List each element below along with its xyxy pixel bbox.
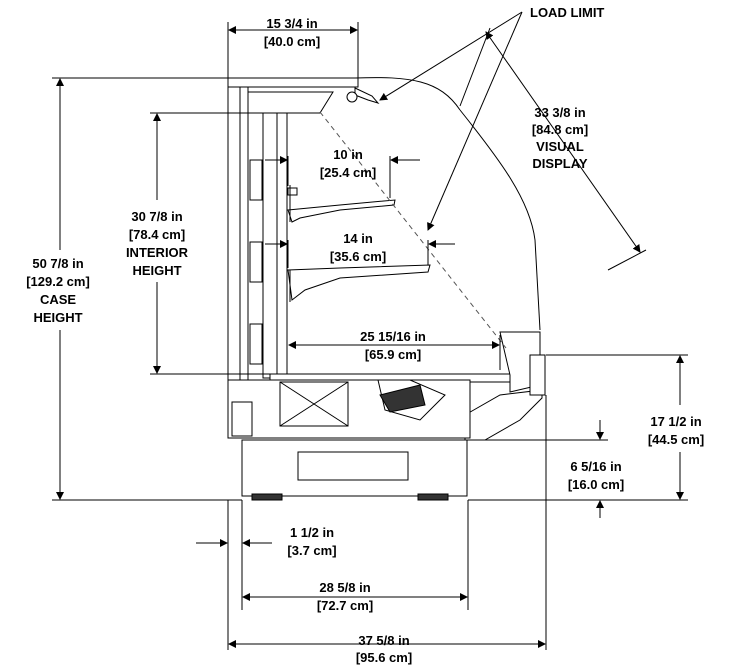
case-body — [227, 77, 546, 501]
label-shelf-upper-in: 10 in — [333, 147, 363, 162]
canopy-light — [346, 91, 358, 103]
label-visual-display-word1: VISUAL — [536, 139, 584, 154]
label-overall-depth-in: 37 5/8 in — [358, 633, 409, 648]
label-visual-display-in: 33 3/8 in — [534, 105, 585, 120]
load-limit-leader-2 — [427, 11, 523, 231]
upper-shelf — [287, 199, 396, 223]
base-grille — [297, 451, 409, 481]
label-rear-offset-in: 1 1/2 in — [290, 525, 334, 540]
label-front-height-in: 17 1/2 in — [650, 414, 701, 429]
back-panel — [276, 112, 288, 379]
label-deck-depth-in: 25 15/16 in — [360, 329, 426, 344]
label-case-height-word2: HEIGHT — [33, 310, 82, 325]
rear-wall-inner — [239, 86, 249, 408]
label-case-height-word1: CASE — [40, 292, 76, 307]
vent-2 — [249, 241, 263, 283]
top-duct — [247, 91, 334, 114]
front-kick — [464, 389, 543, 441]
label-base-width-in: 28 5/8 in — [319, 580, 370, 595]
dimension-labels: 15 3/4 in [40.0 cm] LOAD LIMIT 33 3/8 in… — [26, 5, 704, 665]
label-shelf-lower-in: 14 in — [343, 231, 373, 246]
label-kick-height-cm: [16.0 cm] — [568, 477, 624, 492]
canopy-lip — [354, 87, 380, 104]
label-deck-depth-cm: [65.9 cm] — [365, 347, 421, 362]
label-load-limit: LOAD LIMIT — [530, 5, 604, 20]
label-case-height-cm: [129.2 cm] — [26, 274, 90, 289]
vent-1 — [249, 159, 263, 201]
fan — [379, 384, 426, 413]
vent-3 — [249, 323, 263, 365]
label-shelf-lower-cm: [35.6 cm] — [330, 249, 386, 264]
label-interior-height-in: 30 7/8 in — [131, 209, 182, 224]
label-case-height-in: 50 7/8 in — [32, 256, 83, 271]
label-front-height-cm: [44.5 cm] — [648, 432, 704, 447]
label-top-width-cm: [40.0 cm] — [264, 34, 320, 49]
dimensions — [52, 11, 688, 650]
lower-shelf — [287, 264, 431, 301]
load-limit-leader-1 — [379, 11, 523, 101]
label-visual-display-word2: DISPLAY — [532, 156, 587, 171]
label-interior-height-cm: [78.4 cm] — [129, 227, 185, 242]
label-overall-depth-cm: [95.6 cm] — [356, 650, 412, 665]
drain — [231, 401, 253, 437]
foot-right — [417, 493, 449, 501]
label-interior-height-word1: INTERIOR — [126, 245, 189, 260]
front-hood — [459, 109, 541, 331]
label-top-width-in: 15 3/4 in — [266, 16, 317, 31]
label-base-width-cm: [72.7 cm] — [317, 598, 373, 613]
canopy-top — [227, 77, 359, 88]
foot-left — [251, 493, 283, 501]
label-kick-height-in: 6 5/16 in — [570, 459, 621, 474]
label-rear-offset-cm: [3.7 cm] — [287, 543, 336, 558]
label-interior-height-word2: HEIGHT — [132, 263, 181, 278]
label-visual-display-cm: [84.8 cm] — [532, 122, 588, 137]
rear-flue — [262, 112, 278, 379]
lower-body — [227, 379, 471, 439]
canopy-curve — [354, 77, 461, 111]
label-shelf-upper-cm: [25.4 cm] — [320, 165, 376, 180]
dim-visual-display — [485, 31, 641, 253]
